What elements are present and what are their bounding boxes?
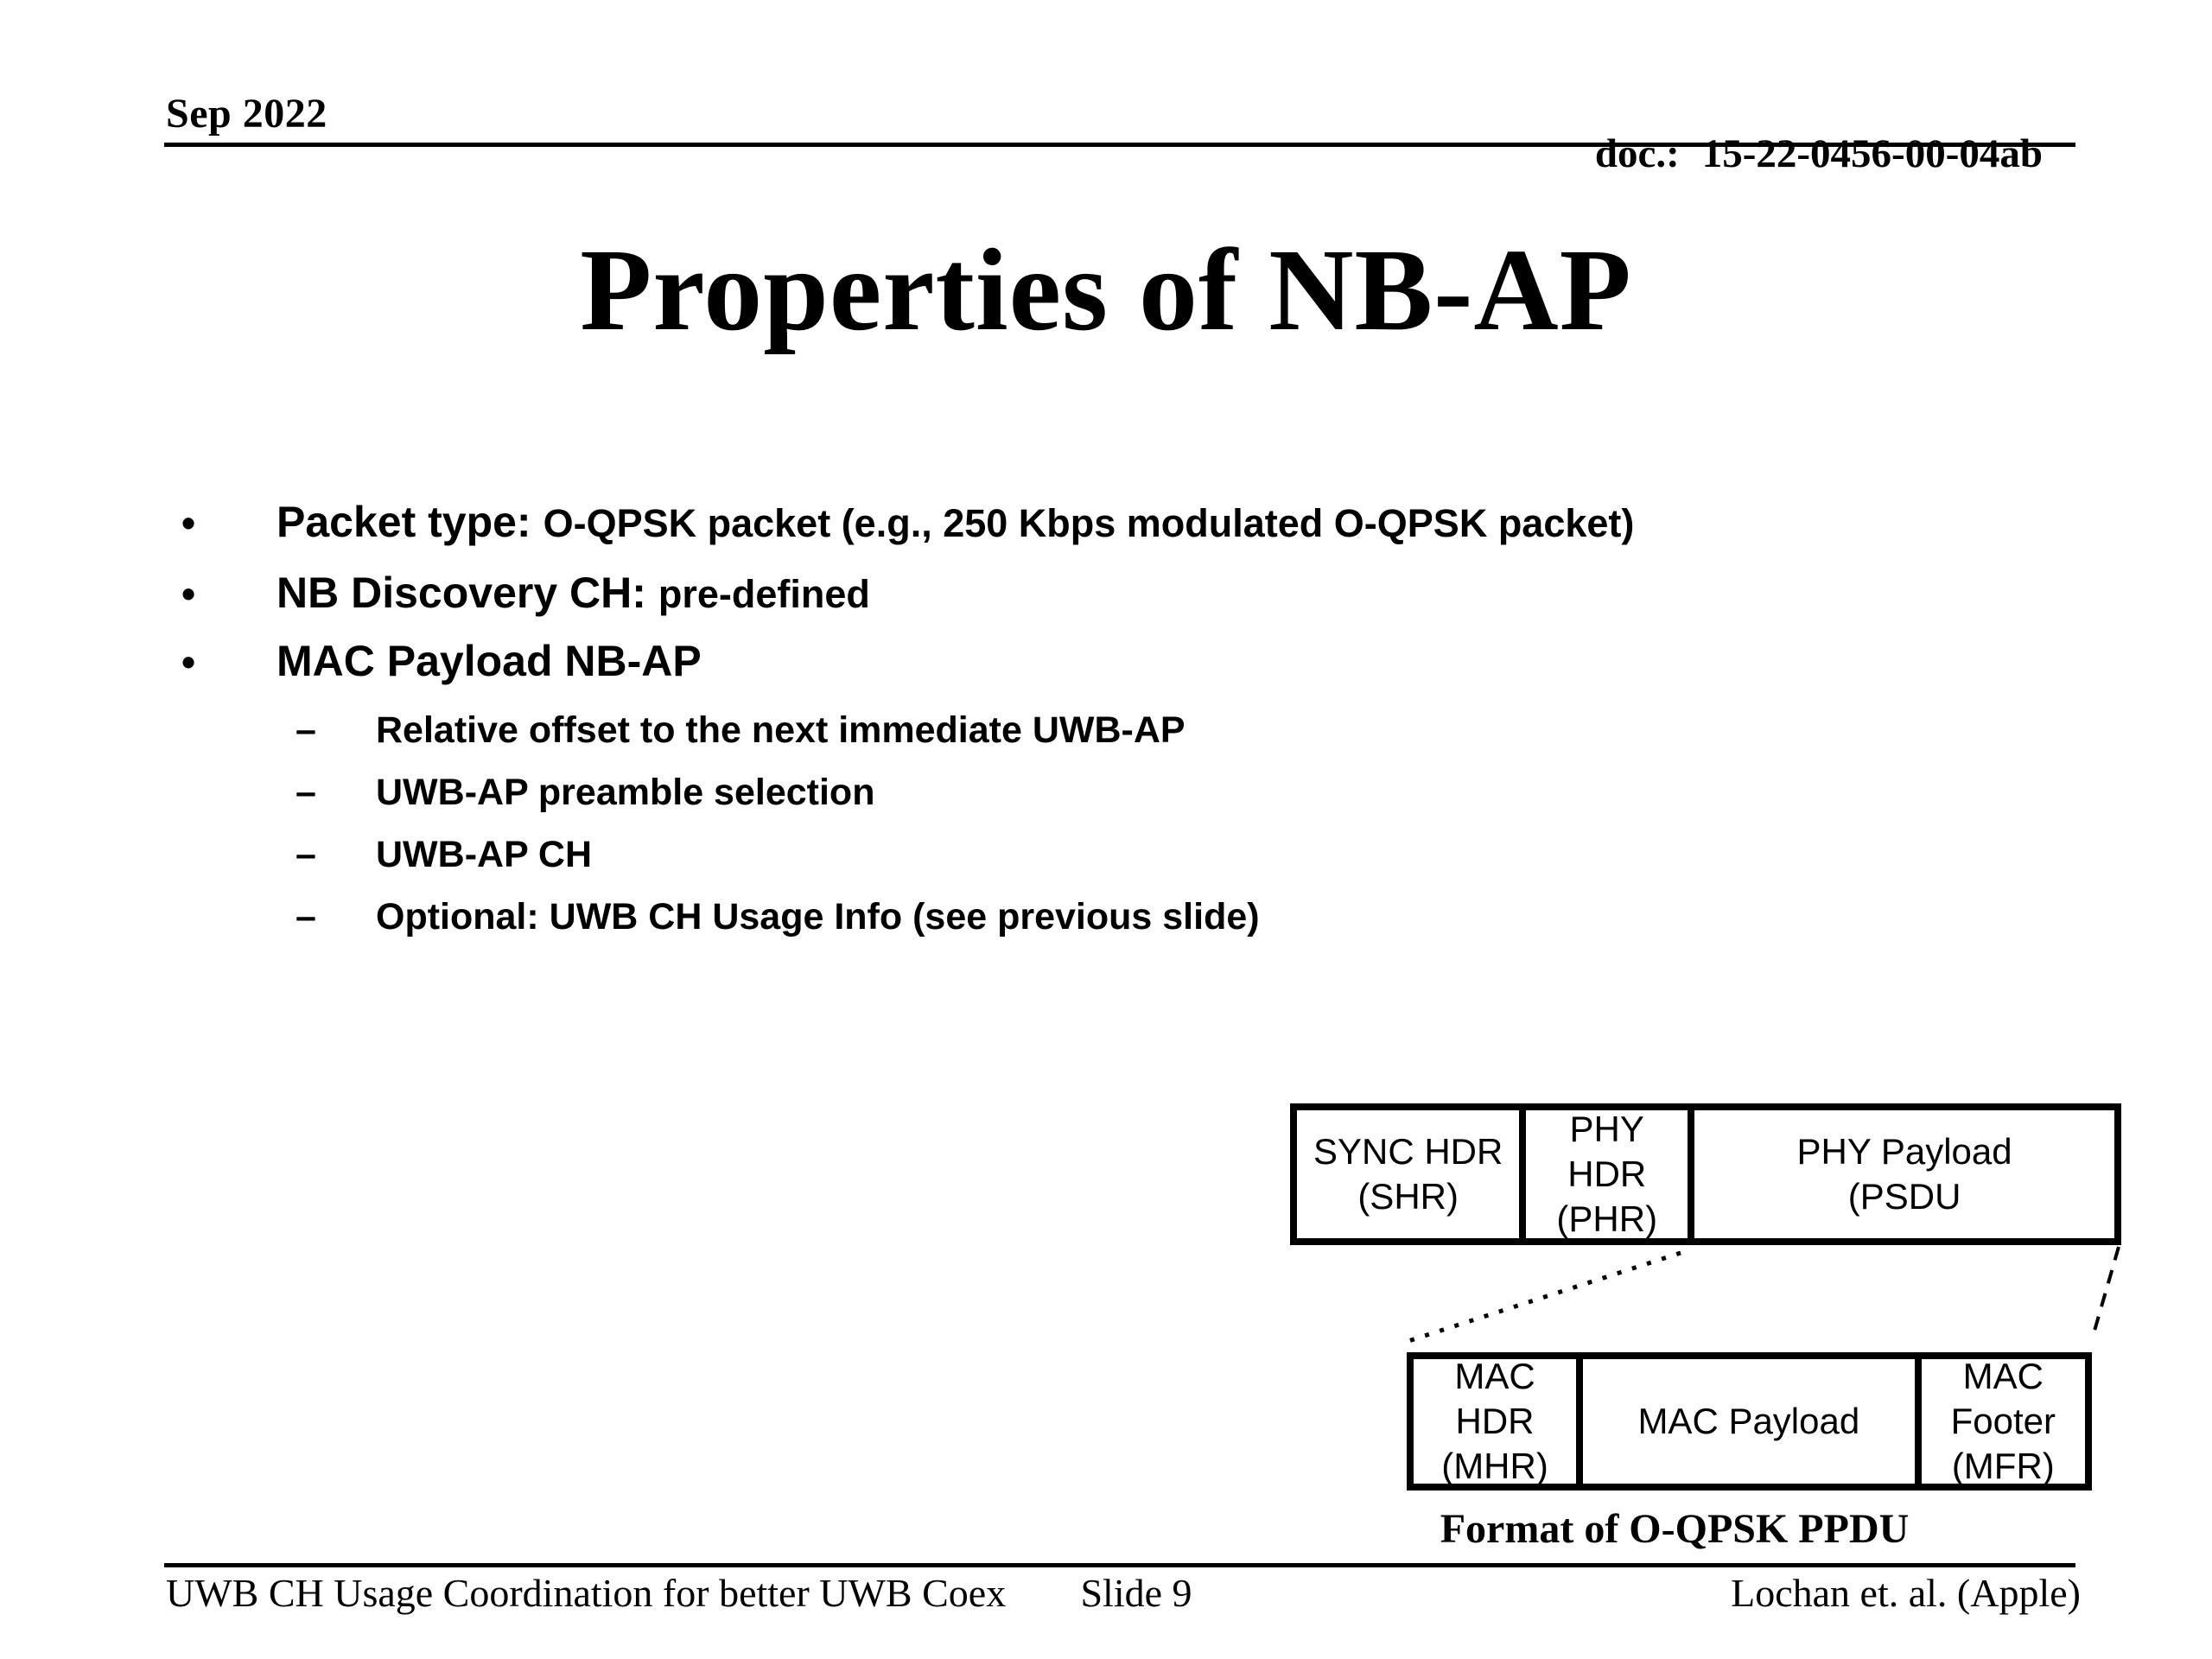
bullet-rest: O-QPSK packet (e.g., 250 Kbps modulated … <box>543 501 1635 545</box>
sub-bullet-item: – Relative offset to the next immediate … <box>296 709 1185 752</box>
mac-frame-row: MAC HDR (MHR) MAC Payload MAC Footer (MF… <box>1407 1352 2092 1491</box>
sub-bullet-item: – UWB-AP CH <box>296 834 592 876</box>
sub-bullet-item: – UWB-AP preamble selection <box>296 772 874 814</box>
cell-label-line2: (MHR) <box>1441 1446 1548 1486</box>
bullet-item: • NB Discovery CH: pre-defined <box>181 569 870 619</box>
cell-label-line2: (MFR) <box>1951 1446 2055 1486</box>
doc-label: doc.: <box>1594 131 1680 176</box>
bullet-rest: pre-defined <box>658 572 870 616</box>
phy-cell-phy-hdr: PHY HDR (PHR) <box>1519 1109 1688 1239</box>
cell-label-line1: MAC HDR <box>1454 1356 1535 1441</box>
sub-bullet-text: Optional: UWB CH Usage Info (see previou… <box>376 896 1260 938</box>
bullet-icon: • <box>181 639 196 684</box>
doc-number-block: doc.: 15-22-0456-00-04ab <box>1554 93 2043 215</box>
footer-rule <box>164 1563 2075 1567</box>
doc-number: 15-22-0456-00-04ab <box>1701 131 2043 176</box>
dotted-connector-left <box>1408 1250 1681 1344</box>
cell-label-line1: MAC Payload <box>1637 1401 1860 1441</box>
header-rule <box>164 143 2075 147</box>
slide-date: Sep 2022 <box>166 91 327 137</box>
sub-bullet-text: UWB-AP CH <box>376 834 593 875</box>
sub-bullet-text: UWB-AP preamble selection <box>376 772 875 813</box>
sub-bullet-item: – Optional: UWB CH Usage Info (see previ… <box>296 896 1260 938</box>
phy-cell-phy-payload: PHY Payload (PSDU <box>1688 1110 2114 1238</box>
cell-label-line1: PHY Payload <box>1796 1131 2012 1172</box>
cell-label-line2: (PSDU <box>1847 1176 1961 1217</box>
footer-document-title: UWB CH Usage Coordination for better UWB… <box>166 1571 1007 1615</box>
phy-ppdu-row: SYNC HDR (SHR) PHY HDR (PHR) PHY Payload… <box>1290 1103 2121 1245</box>
bullet-icon: • <box>181 500 196 545</box>
sub-bullet-text: Relative offset to the next immediate UW… <box>376 709 1185 751</box>
bullet-lead: MAC Payload NB-AP <box>276 637 702 685</box>
bullet-icon: • <box>181 571 196 616</box>
dash-icon: – <box>296 709 316 751</box>
dash-icon: – <box>296 834 316 875</box>
dash-icon: – <box>296 772 316 813</box>
dash-icon: – <box>296 896 316 938</box>
cell-label-line1: MAC Footer <box>1950 1356 2056 1441</box>
diagram-caption: Format of O-QPSK PPDU <box>1440 1506 1910 1552</box>
phy-cell-sync-hdr: SYNC HDR (SHR) <box>1297 1110 1519 1238</box>
page-title: Properties of NB-AP <box>580 226 1632 355</box>
bullet-item: • Packet type: O-QPSK packet (e.g., 250 … <box>181 498 1634 548</box>
bullet-item: • MAC Payload NB-AP <box>181 637 714 687</box>
slide-number: Slide 9 <box>1080 1571 1192 1615</box>
bullet-lead: NB Discovery CH: <box>276 569 646 617</box>
cell-label-line1: PHY HDR <box>1567 1109 1647 1194</box>
cell-label-line1: SYNC HDR <box>1313 1131 1503 1172</box>
mac-cell-mac-hdr: MAC HDR (MHR) <box>1414 1356 1576 1486</box>
footer-authors: Lochan et. al. (Apple) <box>1731 1571 2081 1615</box>
mac-cell-mac-footer: MAC Footer (MFR) <box>1914 1356 2085 1486</box>
dashed-connector-right <box>2091 1246 2120 1338</box>
diagram-connector-lines <box>1408 1246 2120 1344</box>
cell-label-line2: (SHR) <box>1357 1176 1459 1217</box>
cell-label-line2: (PHR) <box>1556 1198 1658 1239</box>
bullet-lead: Packet type: <box>276 498 531 546</box>
mac-cell-mac-payload: MAC Payload <box>1576 1359 1915 1484</box>
